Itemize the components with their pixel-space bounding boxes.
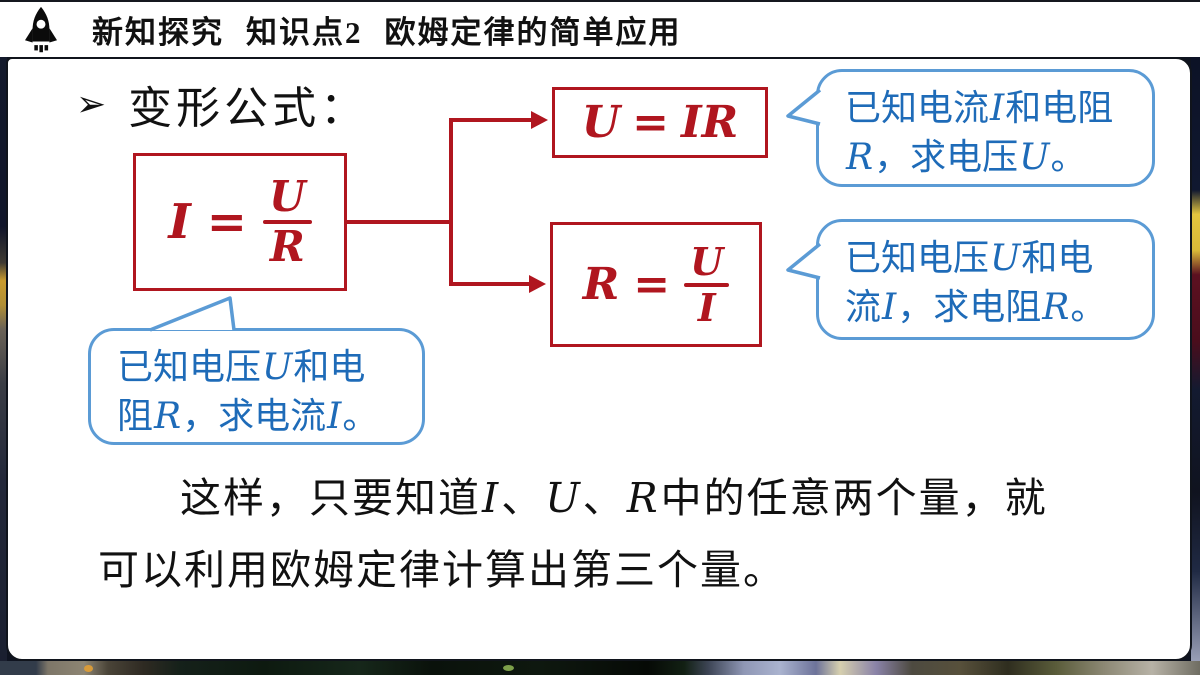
formula-resistance-fraction: U I bbox=[684, 238, 730, 330]
page-title-section: 新知探究 bbox=[92, 15, 224, 50]
summary-text: 可以利用欧姆定律计算出第三个量。 bbox=[98, 547, 786, 593]
formula-voltage-lhs: U bbox=[581, 97, 621, 148]
formula-box-ohms-law: I = U R bbox=[133, 153, 347, 291]
bubble-text: 已知电压 bbox=[845, 238, 990, 278]
bubble-voltage-line2: R，求电压U。 bbox=[845, 133, 1142, 182]
formula-box-voltage: U = IR bbox=[552, 87, 768, 158]
speech-bubble-current: 已知电压U和电 阻R，求电流I。 bbox=[88, 328, 425, 445]
bubble-current-line1: 已知电压U和电 bbox=[117, 343, 412, 392]
page-title-topic: 欧姆定律的简单应用 bbox=[384, 15, 682, 50]
bubble-var: I bbox=[990, 88, 1005, 129]
bubble-current-line2: 阻R，求电流I。 bbox=[117, 392, 412, 441]
speech-bubble-voltage: 已知电流I和电阻 R，求电压U。 bbox=[816, 69, 1155, 187]
photo-light-orange bbox=[84, 665, 93, 672]
background-photo-bottom-strip bbox=[0, 661, 1200, 675]
summary-line2: 可以利用欧姆定律计算出第三个量。 bbox=[98, 534, 1138, 606]
summary-text: 这样，只要知道 bbox=[180, 475, 481, 521]
section-title: 变形公式： bbox=[128, 84, 369, 133]
formula-voltage-equals: = bbox=[632, 97, 670, 148]
bubble-var: U bbox=[1019, 137, 1050, 178]
bubble-var: U bbox=[990, 238, 1021, 279]
bubble-text: 和电 bbox=[293, 347, 366, 387]
formula-voltage-rhs: IR bbox=[681, 97, 739, 148]
photo-light-green bbox=[503, 665, 514, 671]
bubble-text: 阻 bbox=[117, 396, 154, 436]
formula-resistance-denominator: I bbox=[697, 284, 716, 330]
bubble-text: 。 bbox=[1050, 137, 1087, 177]
background-photo-right-strip bbox=[1191, 57, 1200, 662]
bubble-resistance-line2: 流I，求电阻R。 bbox=[845, 283, 1142, 332]
bubble-text: ，求电压 bbox=[874, 137, 1019, 177]
bubble-var: I bbox=[327, 396, 342, 437]
connector-line-to-voltage bbox=[451, 118, 535, 122]
bubble-text: 。 bbox=[1070, 287, 1107, 327]
formula-main-fraction: U R bbox=[263, 174, 312, 270]
fraction-bar bbox=[263, 220, 312, 224]
fraction-bar bbox=[684, 282, 730, 287]
rocket-icon bbox=[25, 6, 57, 52]
summary-text: 、 bbox=[501, 475, 545, 521]
bubble-text: 和电 bbox=[1021, 238, 1094, 278]
bubble-text: ，求电流 bbox=[182, 396, 327, 436]
formula-box-resistance: R = U I bbox=[550, 222, 762, 347]
bubble-var: I bbox=[882, 287, 897, 328]
formula-main-equals: = bbox=[206, 194, 248, 250]
bubble-var: R bbox=[154, 396, 182, 437]
bubble-text: 流 bbox=[845, 287, 882, 327]
summary-var: U bbox=[545, 474, 582, 522]
bubble-text: 已知电压 bbox=[117, 347, 262, 387]
formula-resistance-lhs: R bbox=[582, 259, 620, 310]
bubble-text: ，求电阻 bbox=[897, 287, 1042, 327]
page-title: 新知探究 知识点2 欧姆定律的简单应用 bbox=[92, 7, 682, 52]
connector-line-to-resistance bbox=[451, 282, 533, 286]
summary-paragraph: 这样，只要知道I、U、R中的任意两个量，就 可以利用欧姆定律计算出第三个量。 bbox=[98, 462, 1138, 606]
bubble-text: 和电阻 bbox=[1005, 88, 1114, 128]
summary-text: 中的任意两个量，就 bbox=[660, 475, 1048, 521]
bubble-current-tail bbox=[149, 296, 236, 332]
bubble-resistance-tail bbox=[786, 242, 822, 280]
section-heading: ➢ 变形公式： bbox=[76, 72, 368, 136]
bubble-resistance-line1: 已知电压U和电 bbox=[845, 234, 1142, 283]
bubble-text: 已知电流 bbox=[845, 88, 990, 128]
formula-main-lhs: I bbox=[168, 194, 191, 250]
connector-line-from-main bbox=[345, 220, 451, 224]
formula-main-numerator: U bbox=[269, 172, 306, 221]
formula-resistance-numerator: U bbox=[690, 238, 724, 284]
summary-var: I bbox=[482, 474, 501, 522]
arrow-to-resistance-icon bbox=[529, 275, 546, 293]
connector-line-vertical bbox=[449, 118, 453, 286]
formula-main-denominator: R bbox=[269, 222, 305, 271]
summary-line1: 这样，只要知道I、U、R中的任意两个量，就 bbox=[98, 462, 1138, 534]
page-title-knowledge-point: 知识点2 bbox=[246, 15, 363, 50]
arrowhead-bullet-icon: ➢ bbox=[76, 84, 107, 124]
bubble-voltage-tail bbox=[786, 88, 822, 126]
arrow-to-voltage-icon bbox=[531, 111, 548, 129]
header-bar: 新知探究 知识点2 欧姆定律的简单应用 bbox=[0, 0, 1200, 57]
bubble-text: 。 bbox=[342, 396, 379, 436]
speech-bubble-resistance: 已知电压U和电 流I，求电阻R。 bbox=[816, 219, 1155, 340]
summary-var: R bbox=[626, 474, 660, 522]
bubble-var: R bbox=[846, 137, 874, 178]
bubble-var: U bbox=[262, 347, 293, 388]
bubble-voltage-line1: 已知电流I和电阻 bbox=[845, 84, 1142, 133]
summary-text: 、 bbox=[582, 475, 626, 521]
background-photo-left-strip bbox=[0, 57, 7, 662]
formula-resistance-equals: = bbox=[633, 259, 671, 310]
bubble-var: R bbox=[1042, 287, 1070, 328]
